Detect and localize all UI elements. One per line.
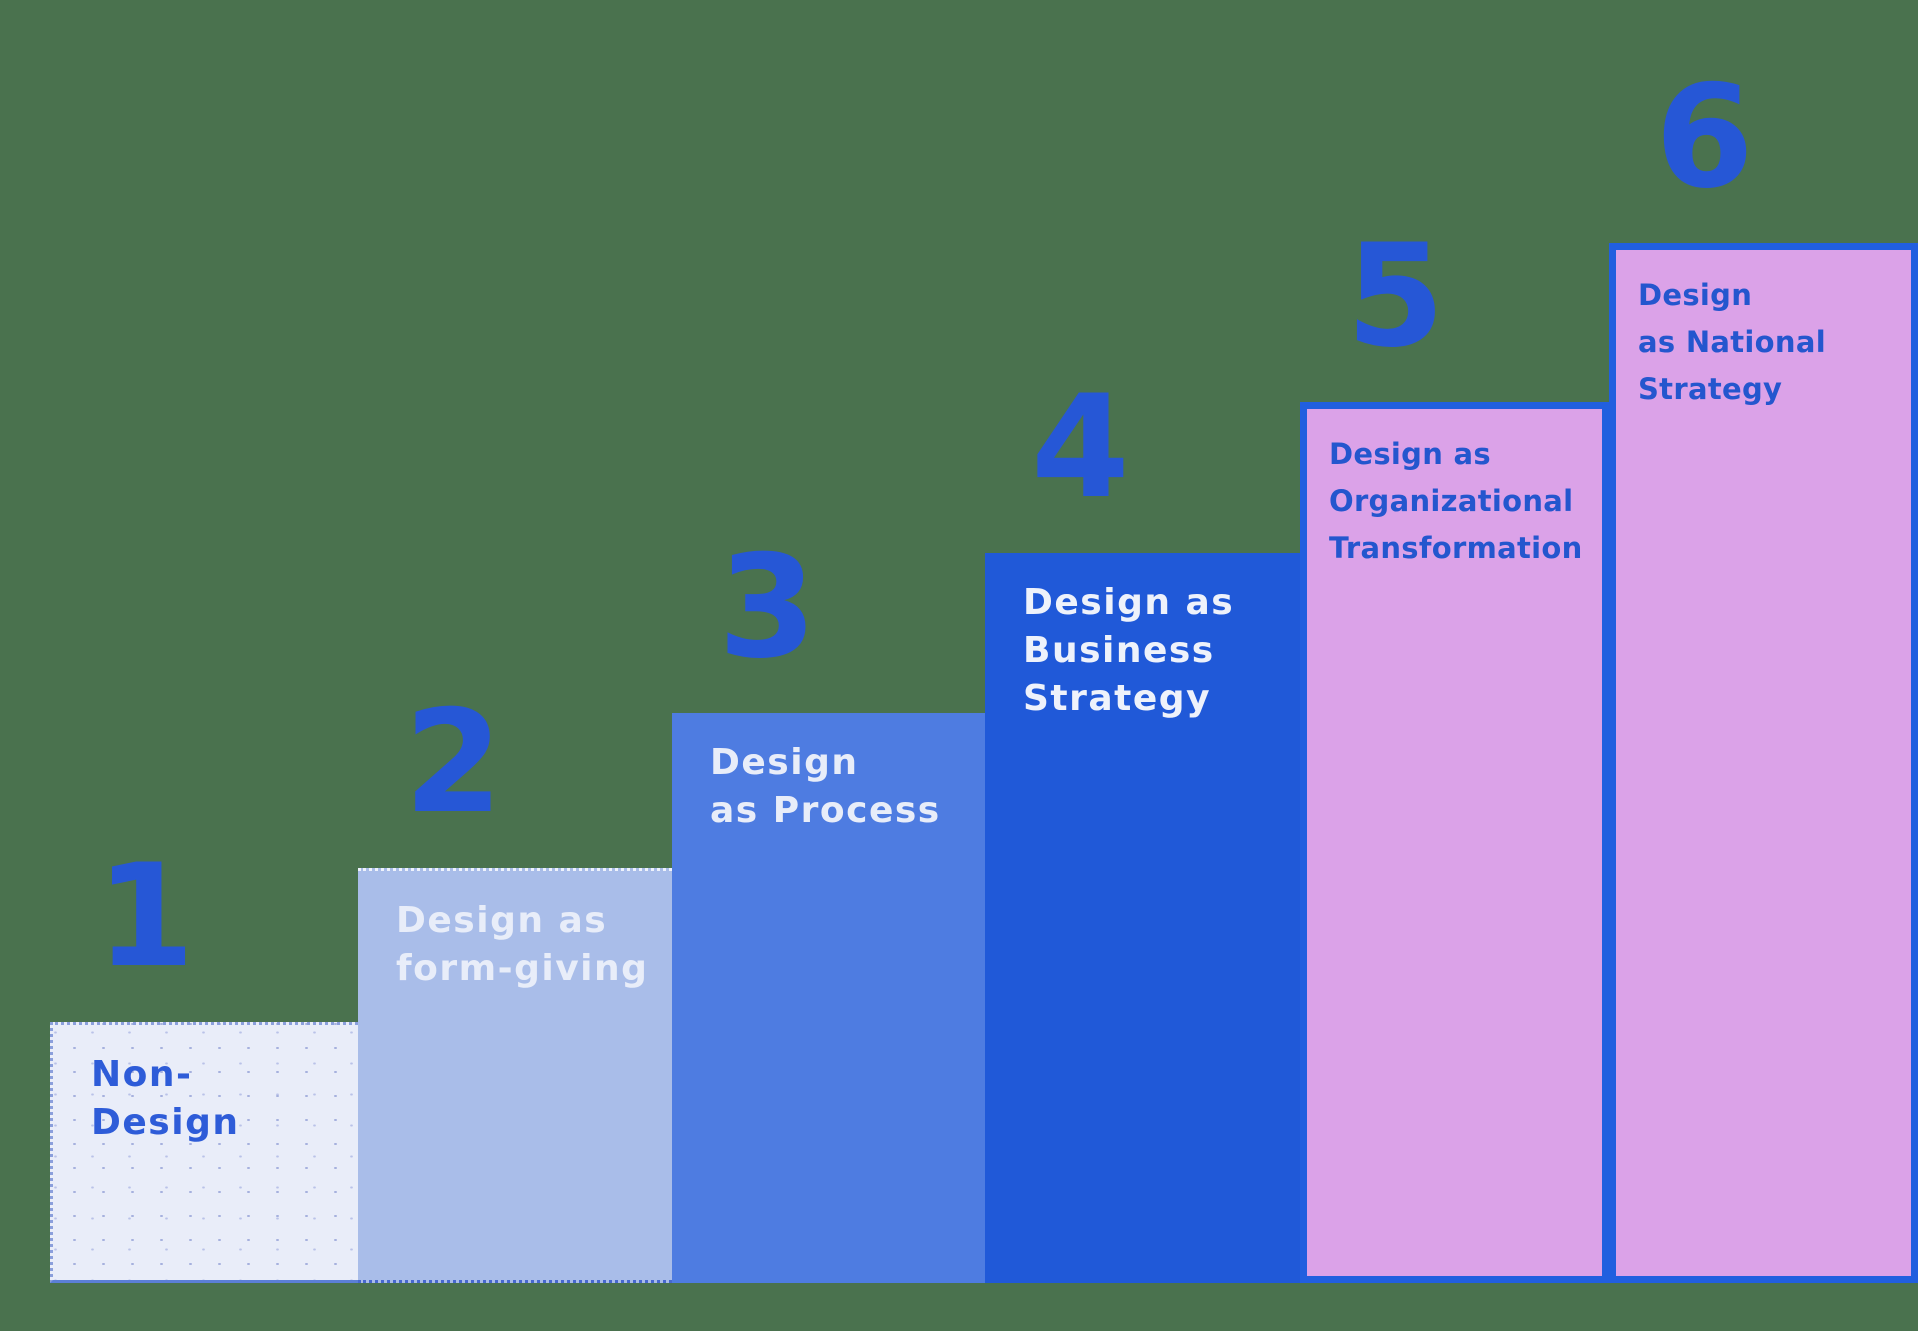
stage-6-national-strategy: 6 Design as National Strategy <box>1609 0 1918 1331</box>
stage-4-number: 4 <box>1031 365 1130 530</box>
stage-6-number: 6 <box>1655 55 1754 220</box>
stage-6-label: Design as National Strategy <box>1638 278 1826 406</box>
stage-1-number: 1 <box>96 834 195 999</box>
stage-5-label: Design as Organizational Transformation <box>1329 437 1583 565</box>
stage-1-non-design: 1 Non-Design <box>50 0 358 1331</box>
stage-4-label: Design as Business Strategy <box>1023 582 1235 720</box>
stage-4-bar: Design as Business Strategy <box>985 553 1300 1283</box>
stage-2-bar: Design as form-giving <box>358 868 672 1283</box>
stage-2-form-giving: 2 Design as form-giving <box>358 0 672 1331</box>
stage-2-number: 2 <box>404 680 503 845</box>
stage-5-organizational-transformation: 5 Design as Organizational Transformatio… <box>1300 0 1609 1331</box>
stage-3-process: 3 Design as Process <box>672 0 985 1331</box>
stage-6-bar: Design as National Strategy <box>1609 243 1918 1283</box>
stage-5-bar: Design as Organizational Transformation <box>1300 402 1609 1283</box>
stage-1-bar: Non-Design <box>50 1022 358 1283</box>
stage-3-label: Design as Process <box>710 742 941 832</box>
stage-3-number: 3 <box>718 525 817 690</box>
stage-1-label: Non-Design <box>91 1054 240 1144</box>
stage-5-number: 5 <box>1346 214 1445 379</box>
stage-4-business-strategy: 4 Design as Business Strategy <box>985 0 1300 1331</box>
stage-3-bar: Design as Process <box>672 713 985 1283</box>
stage-2-label: Design as form-giving <box>396 900 649 990</box>
